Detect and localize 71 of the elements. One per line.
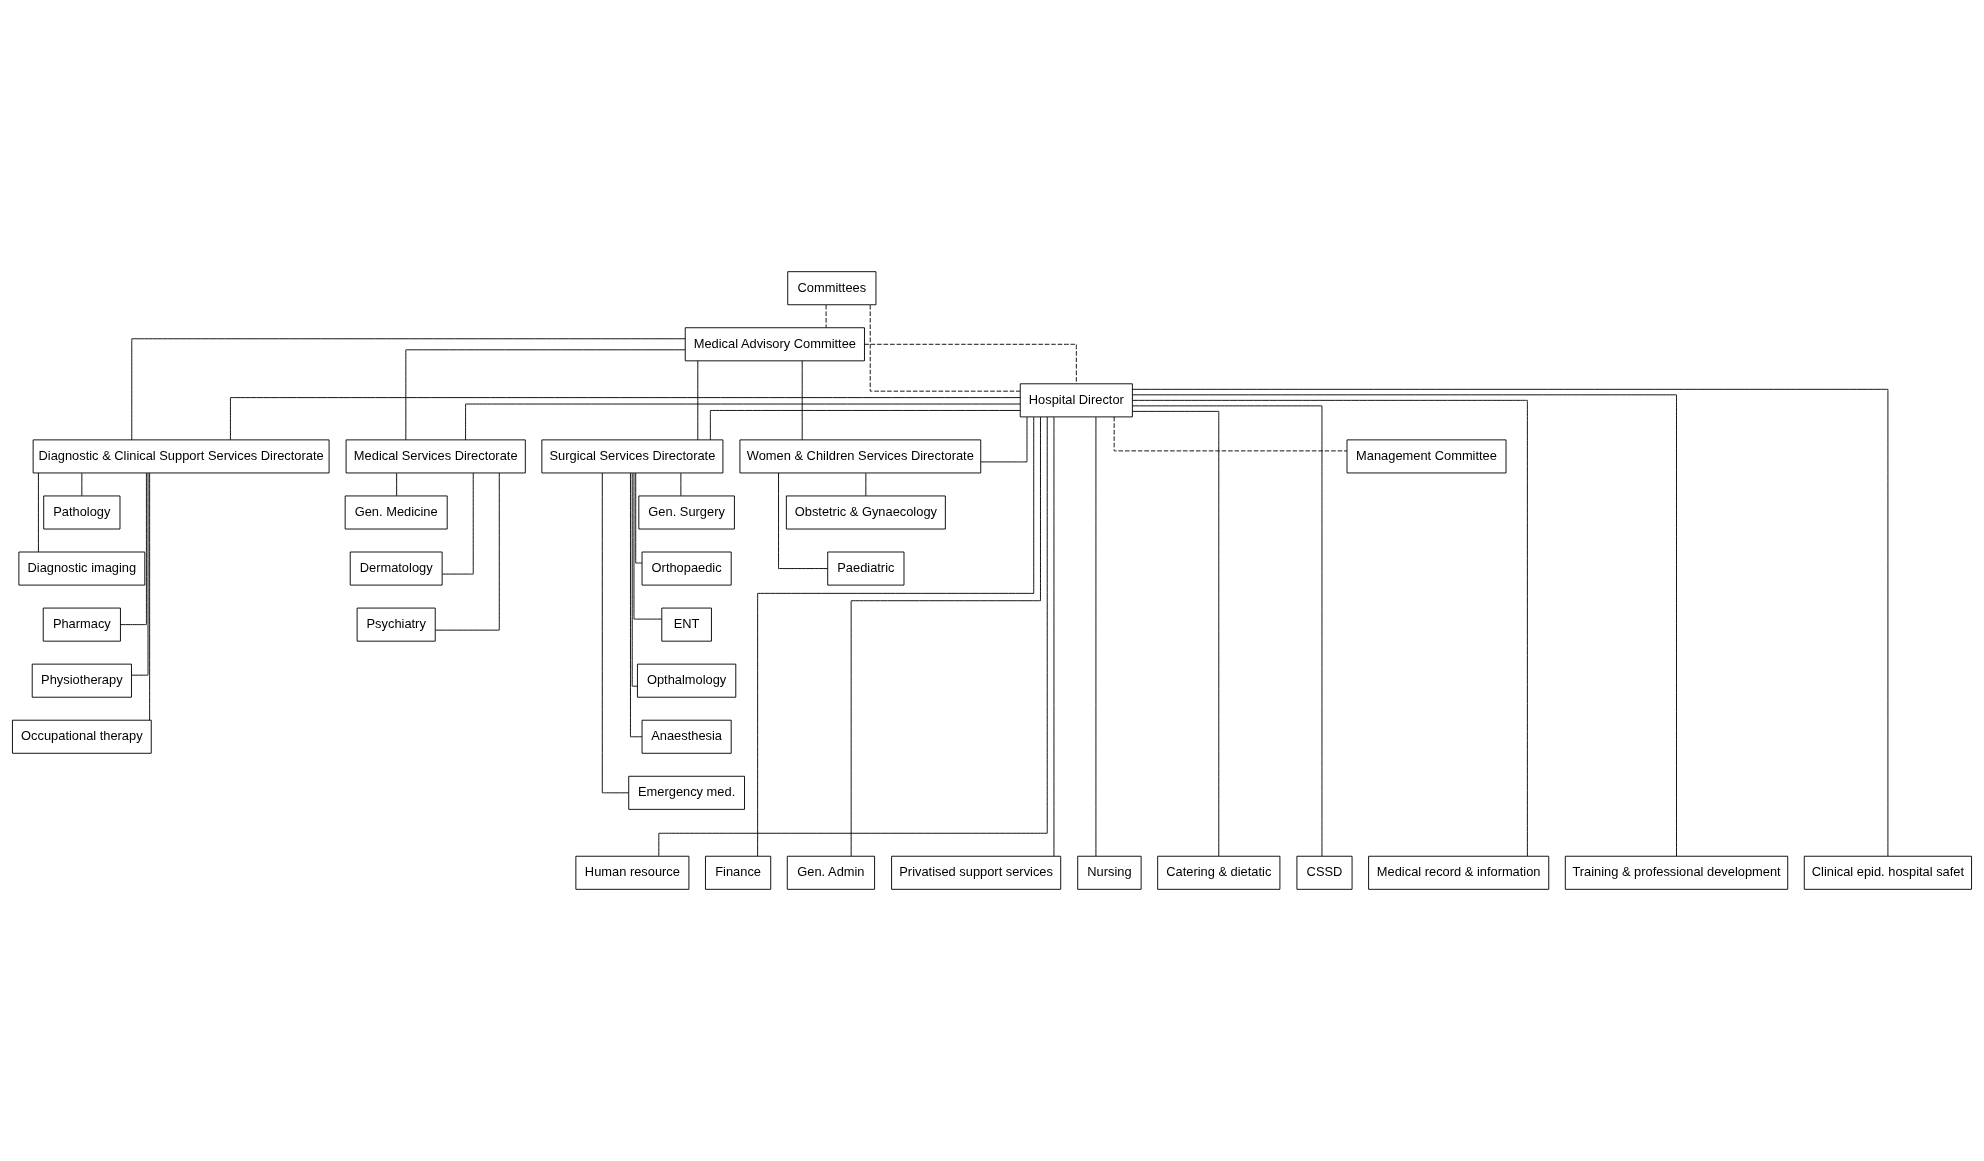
connector <box>396 472 398 497</box>
connector <box>630 472 643 738</box>
connector <box>865 472 867 497</box>
connector <box>864 343 1077 384</box>
node-box: Obstetric & Gynaecology <box>785 495 946 530</box>
connector <box>601 472 629 794</box>
connector <box>405 349 686 441</box>
node-box: Pathology <box>43 495 121 530</box>
node-box: Catering & dietatic <box>1157 855 1281 890</box>
connector <box>1131 388 1889 857</box>
connector <box>131 472 149 676</box>
connector <box>230 397 1021 441</box>
node-box: Finance <box>705 855 772 890</box>
node-box: Clinical epid. hospital safet <box>1803 855 1972 890</box>
node-box: Women & Children Services Directorate <box>739 439 982 474</box>
node-box: Human resource <box>575 855 690 890</box>
connector <box>1132 410 1220 857</box>
connector <box>635 472 643 564</box>
node-box: Training & professional development <box>1564 855 1789 890</box>
connector <box>441 472 474 575</box>
node-box: Gen. Medicine <box>344 495 448 530</box>
node-box: Medical record & information <box>1368 855 1550 890</box>
node-box: Occupational therapy <box>12 719 152 754</box>
connector <box>697 360 699 441</box>
connector <box>778 472 828 569</box>
connector <box>1113 416 1348 452</box>
connector <box>1053 416 1055 857</box>
connector <box>149 472 151 721</box>
node-box: Physiotherapy <box>31 663 132 698</box>
connector <box>1132 394 1677 857</box>
node-box: Hospital Director <box>1019 383 1133 418</box>
connector <box>850 416 1041 857</box>
connector <box>825 304 827 328</box>
node-box: Medical Services Directorate <box>345 439 526 474</box>
node-box: Gen. Surgery <box>638 495 735 530</box>
connector <box>680 472 682 497</box>
node-box: Diagnostic imaging <box>18 551 146 586</box>
node-box: Anaesthesia <box>641 719 732 754</box>
connector <box>869 304 1021 392</box>
node-box: Management Committee <box>1346 439 1507 474</box>
node-box: Dermatology <box>349 551 443 586</box>
connector <box>131 338 686 441</box>
node-box: Paediatric <box>827 551 905 586</box>
node-box: Opthalmology <box>637 663 737 698</box>
node-box: CSSD <box>1296 855 1353 890</box>
node-box: Committees <box>787 271 877 306</box>
connector <box>120 472 147 626</box>
connector <box>757 416 1035 857</box>
connector <box>1132 405 1323 857</box>
connector <box>709 410 1021 441</box>
connector <box>37 472 39 553</box>
node-box: Privatised support services <box>891 855 1062 890</box>
connector <box>81 472 83 497</box>
connector <box>435 472 500 631</box>
connector <box>801 360 803 441</box>
node-box: Pharmacy <box>42 607 121 642</box>
node-box: Medical Advisory Committee <box>684 327 865 362</box>
node-box: ENT <box>661 607 712 642</box>
node-box: Emergency med. <box>628 775 745 810</box>
connector <box>631 472 638 687</box>
connector <box>1132 399 1528 857</box>
node-box: Surgical Services Directorate <box>541 439 724 474</box>
connector <box>633 472 662 620</box>
connector <box>1095 416 1097 857</box>
node-box: Psychiatry <box>356 607 436 642</box>
connector <box>465 403 1021 441</box>
connector <box>980 416 1028 463</box>
node-box: Gen. Admin <box>786 855 876 890</box>
node-box: Diagnostic & Clinical Support Services Directorate <box>32 439 330 474</box>
node-box: Orthopaedic <box>641 551 732 586</box>
node-box: Nursing <box>1077 855 1142 890</box>
